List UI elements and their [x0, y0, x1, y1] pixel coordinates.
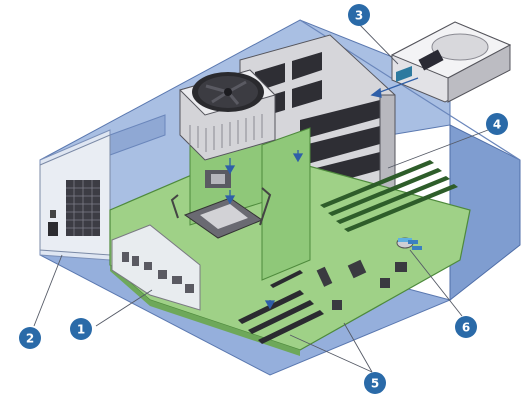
memory-slots — [320, 160, 458, 232]
hard-drive-icon — [390, 21, 512, 103]
battery-clip — [398, 238, 412, 242]
callout-4: 4 — [486, 113, 508, 135]
cpu-chip — [211, 174, 225, 184]
sata-port — [412, 246, 422, 250]
leader-6 — [409, 249, 463, 317]
svg-text:2: 2 — [26, 332, 34, 346]
chip — [380, 278, 390, 288]
svg-text:1: 1 — [77, 323, 85, 337]
power-switch — [50, 210, 56, 218]
lan-port — [158, 270, 167, 279]
chip — [316, 266, 333, 287]
sata-port — [408, 240, 418, 244]
chip — [332, 300, 342, 310]
drive-bay-2 — [292, 52, 322, 80]
video-port — [172, 276, 182, 284]
drive-platter — [431, 33, 489, 61]
leader-3 — [358, 23, 399, 65]
callout-6: 6 — [455, 316, 477, 338]
drive-bay-4 — [292, 80, 322, 108]
install-arrows — [224, 77, 419, 310]
callout-1: 1 — [70, 318, 92, 340]
cpu-socket — [170, 187, 272, 239]
drive-label — [418, 49, 444, 71]
drive-connector — [396, 66, 412, 82]
leader-5a — [343, 322, 373, 373]
leader-4 — [387, 129, 489, 169]
callout-2: 2 — [19, 327, 41, 349]
power-socket-icon — [48, 222, 58, 236]
drive-bay-6 — [300, 126, 380, 166]
cooling-fan-icon — [192, 72, 264, 112]
leader-2 — [33, 254, 63, 327]
chipset — [347, 259, 367, 279]
socket-lever — [259, 187, 272, 226]
usb-port — [132, 256, 139, 266]
drive-bay-5 — [300, 100, 380, 140]
socket-lever — [170, 194, 179, 219]
motherboard-edge — [110, 265, 300, 356]
leader-5b — [289, 334, 373, 373]
cpu-cooler — [179, 69, 276, 161]
io-panel — [111, 224, 201, 311]
svg-text:4: 4 — [493, 118, 501, 132]
ps2-port — [185, 284, 194, 293]
usb-port — [122, 252, 129, 262]
heatsink-fins — [189, 114, 263, 152]
svg-text:5: 5 — [371, 377, 379, 391]
callouts: 1 2 3 4 5 6 — [19, 4, 508, 394]
leader-lines — [33, 23, 489, 373]
svg-text:6: 6 — [462, 321, 470, 335]
bios-chip — [395, 262, 407, 272]
svg-text:3: 3 — [355, 9, 363, 23]
callout-5: 5 — [364, 372, 386, 394]
power-supply — [39, 134, 111, 256]
callout-3: 3 — [348, 4, 370, 26]
audio-port — [144, 262, 152, 270]
leader-1 — [95, 289, 153, 327]
